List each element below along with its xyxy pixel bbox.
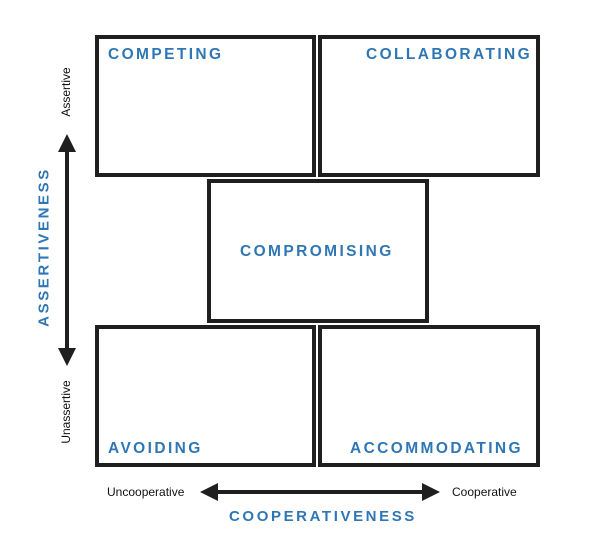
x-axis-arrowhead-left	[200, 483, 218, 501]
y-axis-arrowhead-down	[58, 348, 76, 366]
y-axis-low-label: Unassertive	[59, 380, 73, 444]
competing-label: COMPETING	[108, 46, 224, 63]
x-axis-low-label: Uncooperative	[107, 485, 185, 499]
y-axis-arrowhead-up	[58, 134, 76, 152]
avoiding-box	[95, 325, 316, 467]
collaborating-label: COLLABORATING	[366, 46, 533, 63]
accommodating-box	[318, 325, 540, 467]
x-axis-high-label: Cooperative	[452, 485, 517, 499]
accommodating-label: ACCOMMODATING	[350, 440, 523, 457]
y-axis-title: ASSERTIVENESS	[35, 167, 53, 327]
collaborating-box	[318, 35, 540, 177]
competing-box	[95, 35, 316, 177]
x-axis-arrowhead-right	[422, 483, 440, 501]
y-axis-high-label: Assertive	[59, 67, 73, 117]
compromising-label: COMPROMISING	[240, 243, 394, 260]
compromising-box	[207, 179, 429, 323]
avoiding-label: AVOIDING	[108, 440, 203, 457]
x-axis-title: COOPERATIVENESS	[229, 508, 417, 525]
